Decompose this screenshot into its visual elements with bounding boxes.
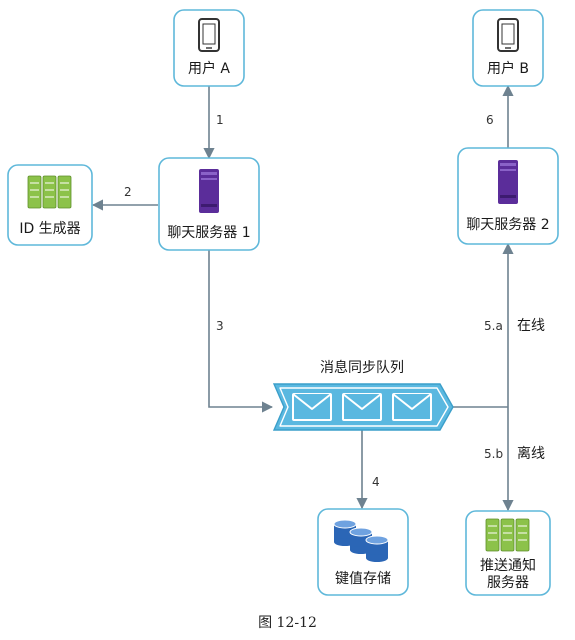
chat-server-1-label: 聊天服务器 1 — [167, 225, 250, 241]
step-4-label: 4 — [372, 475, 380, 489]
arrow-step-3 — [208, 250, 274, 413]
step-labels: 1 2 3 4 5.a 在线 5.b 离线 6 — [124, 113, 545, 489]
user-b-label: 用户 B — [487, 60, 529, 77]
user-a-label: 用户 A — [188, 60, 230, 77]
offline-label: 离线 — [517, 445, 545, 462]
phone-icon — [198, 18, 220, 52]
step-1-label: 1 — [216, 113, 224, 127]
chat-server-1-node: 聊天服务器 1 — [158, 157, 260, 251]
server-rack-icon — [485, 518, 530, 552]
step-5b-label: 5.b — [484, 447, 503, 461]
chat-server-2-label: 聊天服务器 2 — [466, 217, 549, 233]
server-icon — [498, 160, 518, 204]
message-queue-label: 消息同步队列 — [320, 359, 404, 376]
envelope-icon — [292, 393, 332, 421]
database-icon — [333, 519, 389, 562]
envelope-icon — [392, 393, 432, 421]
figure-caption: 图 12-12 — [258, 615, 317, 631]
user-b-node: 用户 B — [472, 9, 544, 87]
id-generator-label: ID 生成器 — [19, 221, 80, 237]
server-rack-icon — [27, 175, 72, 209]
push-notification-label-line2: 服务器 — [487, 575, 529, 591]
step-5a-label: 5.a — [484, 319, 503, 333]
envelope-icon — [342, 393, 382, 421]
server-icon — [199, 169, 219, 213]
kv-store-node: 键值存储 — [317, 508, 409, 596]
chat-server-2-node: 聊天服务器 2 — [457, 147, 559, 245]
message-queue-node: 消息同步队列 — [272, 359, 454, 431]
user-a-node: 用户 A — [173, 9, 245, 87]
kv-store-label: 键值存储 — [335, 571, 391, 587]
push-notification-node: 推送通知 服务器 — [465, 510, 551, 596]
online-label: 在线 — [517, 318, 545, 334]
id-generator-node: ID 生成器 — [7, 164, 93, 246]
phone-icon — [497, 18, 519, 52]
connectors — [91, 84, 514, 512]
step-6-label: 6 — [486, 113, 494, 127]
step-2-label: 2 — [124, 185, 132, 199]
step-3-label: 3 — [216, 319, 224, 333]
push-notification-label-line1: 推送通知 — [480, 557, 536, 574]
